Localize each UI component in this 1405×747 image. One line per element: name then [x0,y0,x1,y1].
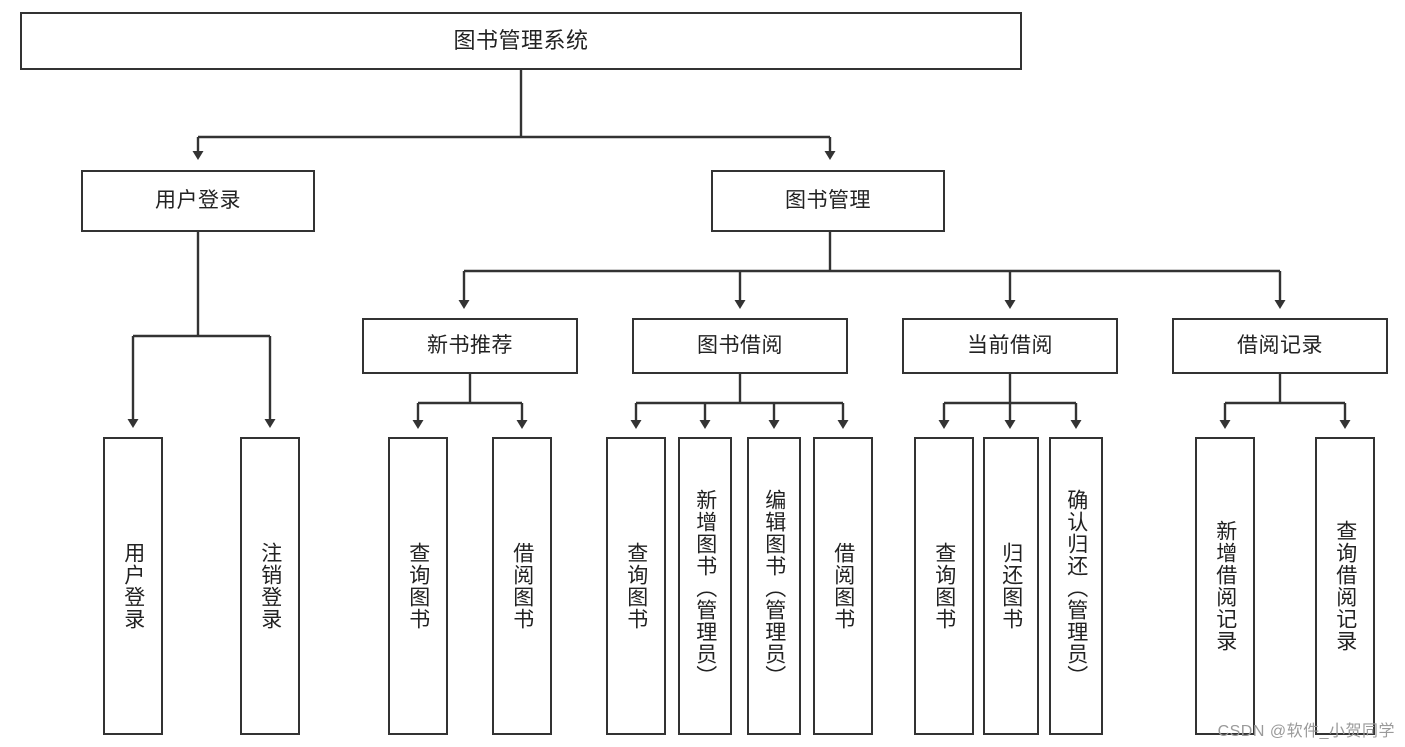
node-label: 用户登录 [155,188,241,212]
node-label: 归还图书 [999,542,1023,630]
node-label: 用户登录 [121,542,145,630]
leaf-user-login-login[interactable]: 用户登录 [103,437,163,735]
node-user-login[interactable]: 用户登录 [81,170,315,232]
leaf-borrow-edit-book-admin[interactable]: 编辑图书（管理员） [747,437,801,735]
node-book-borrow[interactable]: 图书借阅 [632,318,848,374]
node-label: 查询借阅记录 [1333,520,1357,652]
node-label: 查询图书 [624,542,648,630]
node-label: 编辑图书（管理员） [762,489,786,687]
node-label: 借阅记录 [1237,333,1323,357]
node-label: 当前借阅 [967,333,1053,357]
leaf-borrow-borrow-book[interactable]: 借阅图书 [813,437,873,735]
node-label: 新增借阅记录 [1213,520,1237,652]
leaf-record-add-record[interactable]: 新增借阅记录 [1195,437,1255,735]
node-current-borrow[interactable]: 当前借阅 [902,318,1118,374]
leaf-borrow-query-book[interactable]: 查询图书 [606,437,666,735]
watermark-text: CSDN @软件_小贺同学 [1217,723,1395,740]
leaf-new-book-query[interactable]: 查询图书 [388,437,448,735]
node-label: 查询图书 [406,542,430,630]
node-label: 图书借阅 [697,333,783,357]
leaf-record-query-record[interactable]: 查询借阅记录 [1315,437,1375,735]
node-new-book-recommend[interactable]: 新书推荐 [362,318,578,374]
node-label: 新增图书（管理员） [693,489,717,687]
node-label: 新书推荐 [427,333,513,357]
node-label: 注销登录 [258,542,282,630]
leaf-user-login-logout[interactable]: 注销登录 [240,437,300,735]
leaf-current-query-book[interactable]: 查询图书 [914,437,974,735]
node-label: 借阅图书 [831,542,855,630]
node-label: 借阅图书 [510,542,534,630]
node-book-management[interactable]: 图书管理 [711,170,945,232]
node-label: 图书管理 [785,188,871,212]
node-label: 图书管理系统 [453,28,589,54]
leaf-new-book-borrow[interactable]: 借阅图书 [492,437,552,735]
node-label: 确认归还（管理员） [1064,489,1088,687]
node-label: 查询图书 [932,542,956,630]
leaf-current-confirm-return-admin[interactable]: 确认归还（管理员） [1049,437,1103,735]
leaf-current-return-book[interactable]: 归还图书 [983,437,1039,735]
leaf-borrow-add-book-admin[interactable]: 新增图书（管理员） [678,437,732,735]
node-borrow-record[interactable]: 借阅记录 [1172,318,1388,374]
node-root-system[interactable]: 图书管理系统 [20,12,1022,70]
